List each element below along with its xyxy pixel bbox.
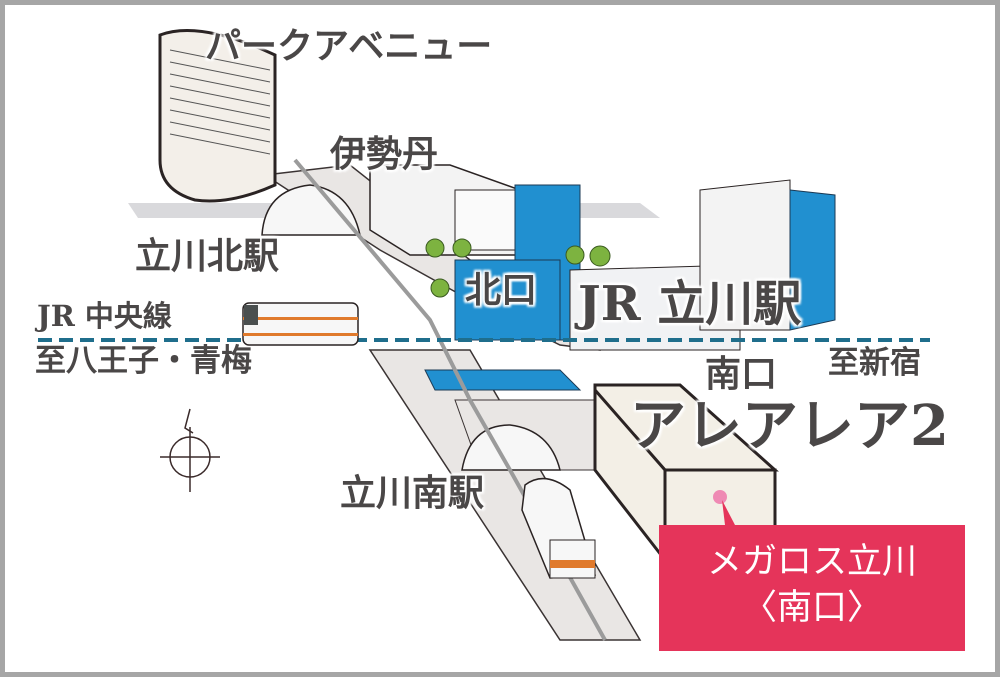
tachikawa-minami-station — [461, 424, 561, 471]
label-tachikawa-minami-station: 立川南駅 — [340, 472, 485, 514]
label-to-shinjuku: 至新宿 — [828, 345, 921, 381]
compass-icon — [160, 408, 220, 492]
monorail-train — [521, 477, 596, 579]
jr-tachikawa-building — [569, 264, 741, 351]
label-arearea2: アレアレア2 — [630, 393, 949, 459]
callout-subtitle: 〈南口〉 — [741, 588, 882, 628]
label-chuo-line: JR 中央線 — [37, 299, 172, 333]
megalos-callout: メガロス立川 〈南口〉 — [659, 525, 965, 651]
park-avenue-building — [158, 29, 277, 203]
chuo-train — [242, 302, 359, 346]
label-tachikawa-kita-station: 立川北駅 — [135, 235, 280, 277]
callout-title: メガロス立川 — [706, 542, 917, 582]
label-to-hachioji: 至八王子・青梅 — [35, 343, 252, 379]
location-marker — [713, 490, 727, 504]
trees — [425, 238, 611, 298]
label-park-avenue: パークアベニュー — [205, 25, 493, 67]
label-jr-tachikawa-station: JR 立川駅 — [578, 276, 802, 332]
blue-platform — [424, 369, 582, 391]
label-north-exit: 北口 — [465, 269, 538, 311]
label-isetan: 伊勢丹 — [330, 133, 439, 175]
label-south-exit: 南口 — [705, 353, 778, 395]
tachikawa-kita-station — [261, 184, 361, 236]
